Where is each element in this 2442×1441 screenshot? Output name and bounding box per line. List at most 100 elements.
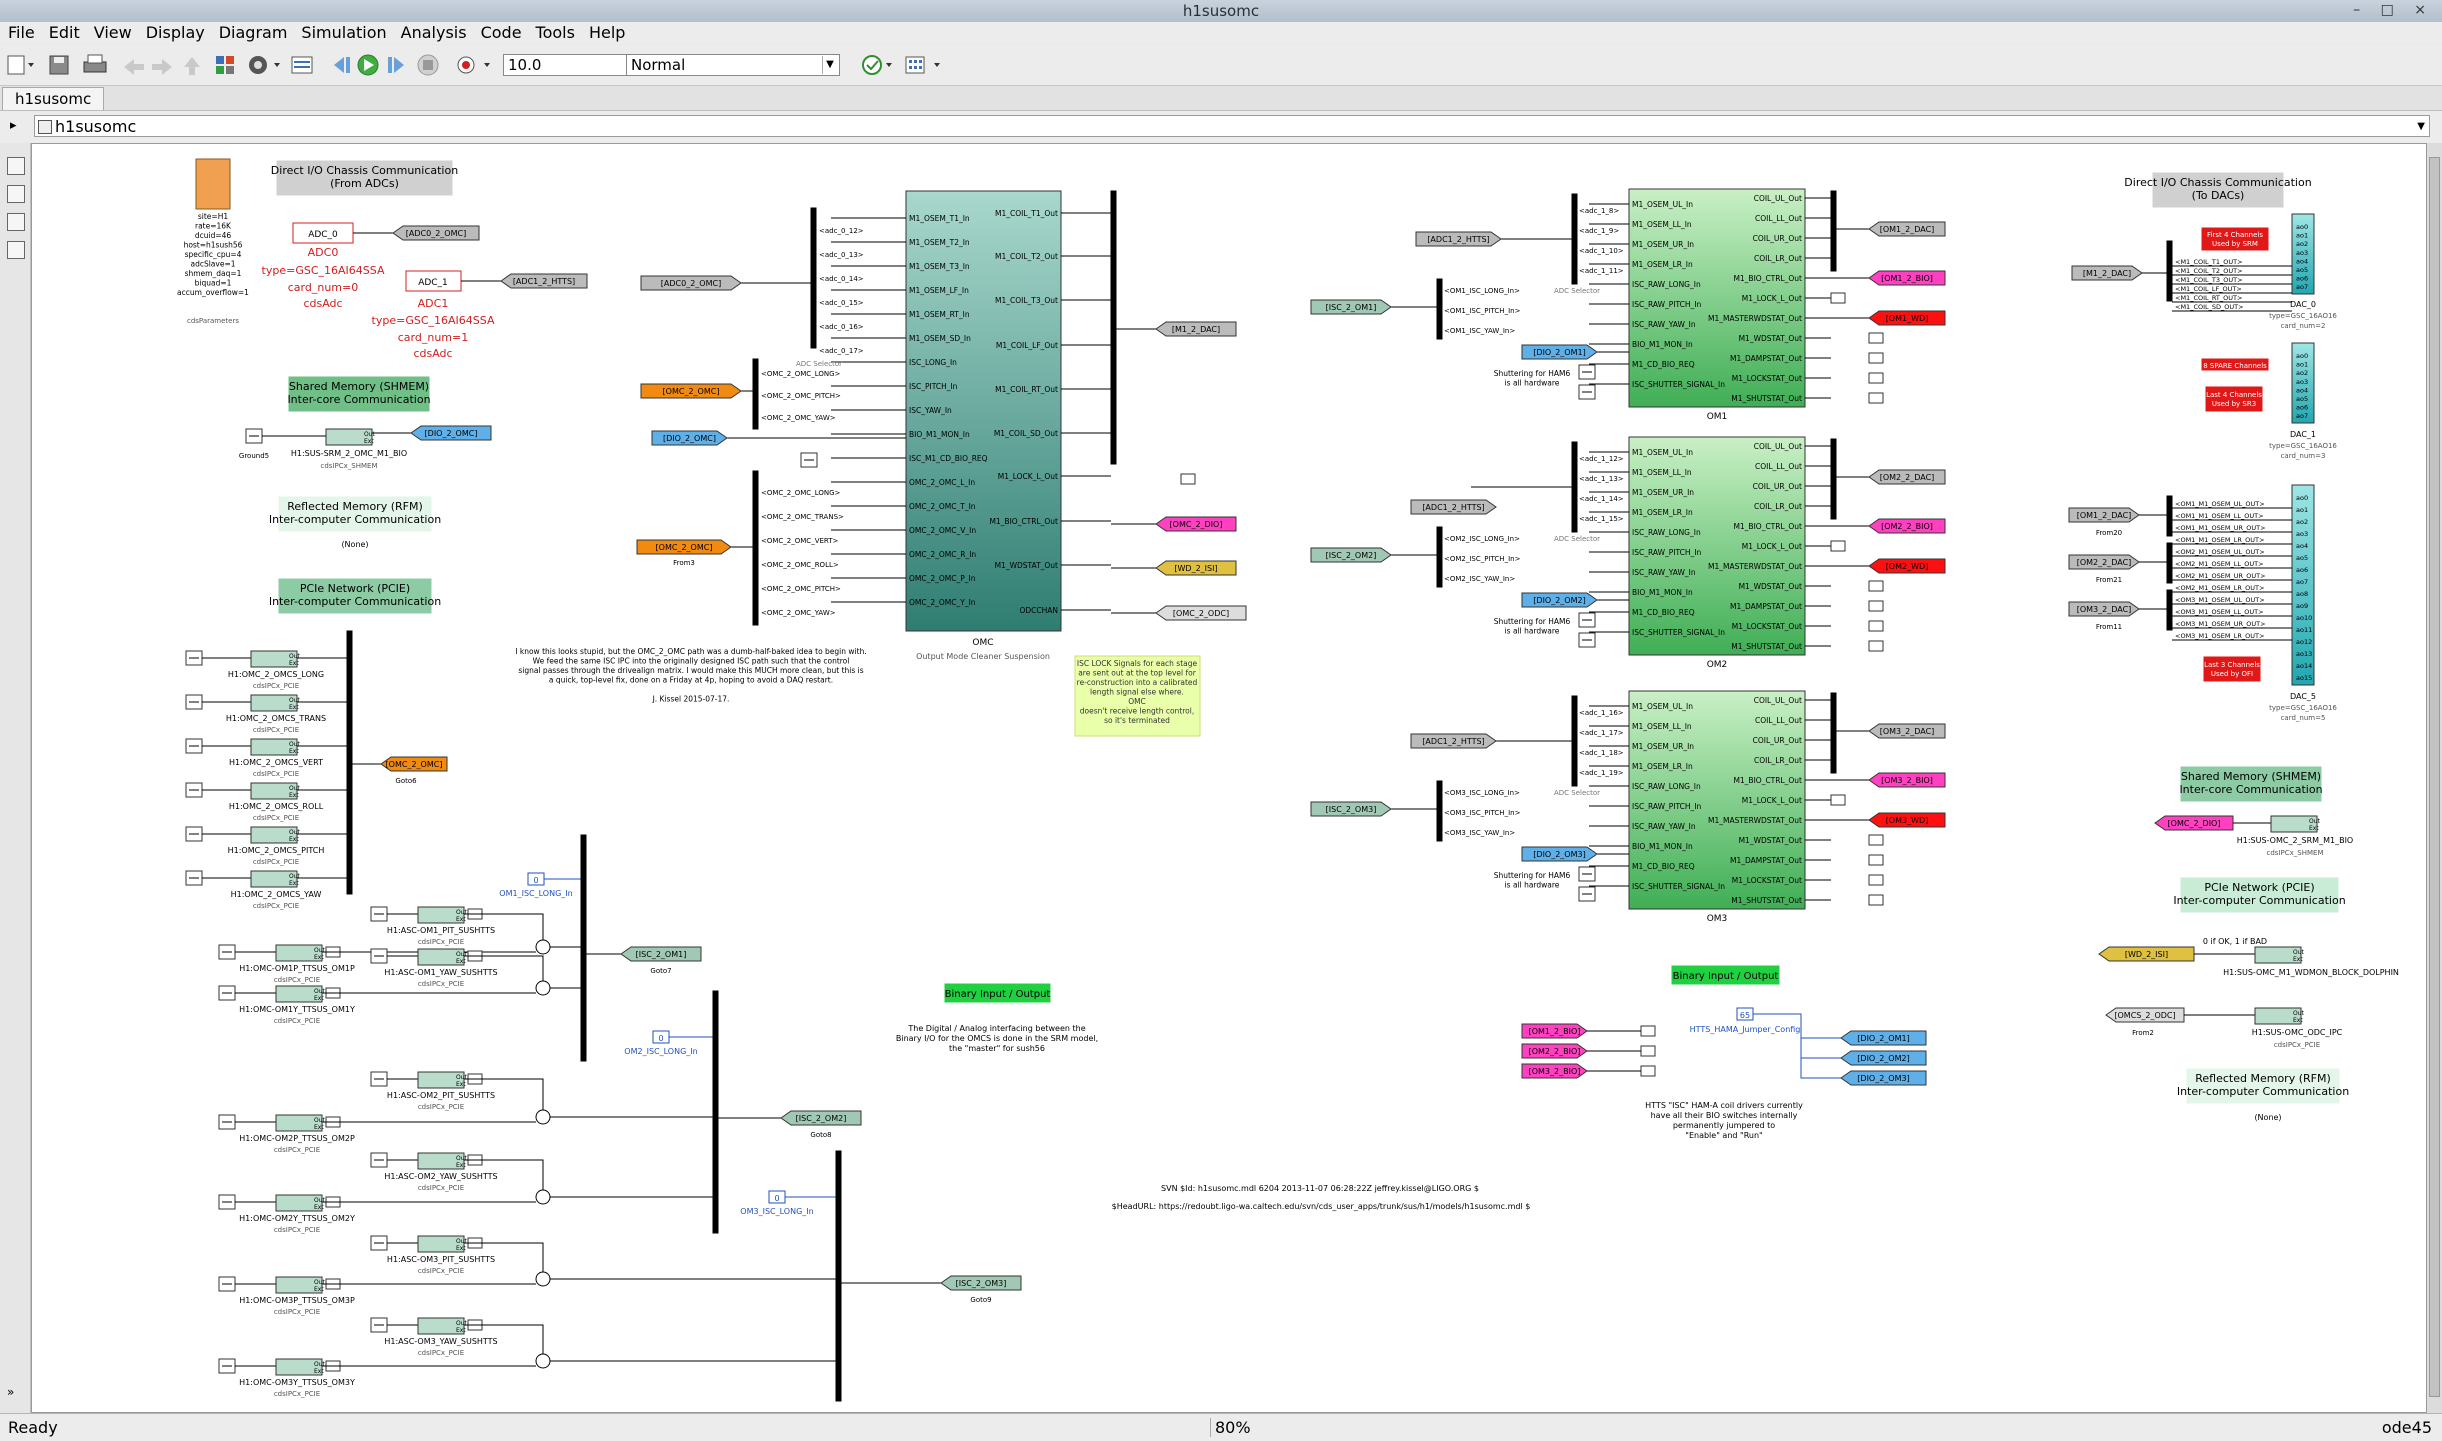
om-dac-bus-0[interactable] <box>1830 190 1837 272</box>
menu-help[interactable]: Help <box>588 23 626 42</box>
pcie-ipc-0[interactable] <box>250 650 298 668</box>
bio-term-2[interactable] <box>1640 1065 1656 1077</box>
dac5-bus-1[interactable] <box>2166 542 2173 584</box>
sum-block-0[interactable] <box>535 939 551 955</box>
omc-dac-bus[interactable] <box>1110 190 1117 465</box>
chevron-down-icon[interactable]: ▼ <box>822 56 837 74</box>
goto-om-dac-2[interactable] <box>1868 723 1946 739</box>
dac5-bus-2[interactable] <box>2166 589 2173 631</box>
om-term-1-3[interactable] <box>1868 640 1884 652</box>
goto-omc-odc[interactable] <box>1155 605 1247 621</box>
menu-file[interactable]: File <box>8 23 35 42</box>
goto-om-wd-1[interactable] <box>1868 558 1946 574</box>
om-adc-sel-0[interactable] <box>1571 193 1578 285</box>
scroll-thumb[interactable] <box>2429 157 2440 1397</box>
om-lock-term-1[interactable] <box>1830 540 1846 552</box>
asc-ipc-4[interactable] <box>417 1071 465 1089</box>
goto-m1-dac[interactable] <box>1155 321 1237 337</box>
nav-arrow-icon[interactable]: ▸ <box>10 118 17 133</box>
omc-ipc-4[interactable] <box>275 1114 323 1132</box>
goto-dio-omc[interactable] <box>410 425 492 441</box>
menu-simulation[interactable]: Simulation <box>301 23 387 42</box>
shmem-ipc-right[interactable] <box>2270 815 2318 833</box>
pcie-ipc-3[interactable] <box>250 782 298 800</box>
om-isc-bus-0[interactable] <box>1436 278 1443 340</box>
redo-icon[interactable] <box>152 59 172 75</box>
goto-om-bio-0[interactable] <box>1868 270 1946 286</box>
isc-bus-1[interactable] <box>712 990 719 1234</box>
menu-display[interactable]: Display <box>145 23 205 42</box>
goto-omc-dio[interactable] <box>1155 516 1237 532</box>
omc-ipc-8[interactable] <box>275 1276 323 1294</box>
from-htts-1[interactable] <box>1410 499 1497 515</box>
om-adc-sel-2[interactable] <box>1571 695 1578 787</box>
from-isc-1[interactable] <box>1310 547 1392 563</box>
omc-adc-selector[interactable] <box>810 207 817 349</box>
goto-om-bio-2[interactable] <box>1868 772 1946 788</box>
from-isc-2[interactable] <box>1310 801 1392 817</box>
om-term-1-1[interactable] <box>1868 600 1884 612</box>
library-browser-icon[interactable] <box>216 56 234 74</box>
bio-term-1[interactable] <box>1640 1045 1656 1057</box>
from-dio-om-2[interactable] <box>1521 846 1598 862</box>
fit-view-icon[interactable] <box>7 185 25 203</box>
sum-block-8[interactable] <box>535 1271 551 1287</box>
omc-ipc-0[interactable] <box>275 944 323 962</box>
sum-block-4[interactable] <box>535 1109 551 1125</box>
sum-block-2[interactable] <box>535 980 551 996</box>
step-back-icon[interactable] <box>334 57 350 73</box>
dac0-block[interactable] <box>2291 213 2315 295</box>
from-dio-om-1[interactable] <box>1521 592 1598 608</box>
tab-model[interactable]: h1susomc <box>2 87 105 110</box>
isc-bus-2[interactable] <box>835 1150 842 1402</box>
goto-om-wd-2[interactable] <box>1868 812 1946 828</box>
om-dac-bus-1[interactable] <box>1830 438 1837 520</box>
goto-isc-0[interactable] <box>620 946 702 962</box>
sim-mode-select[interactable]: Normal ▼ <box>626 54 840 76</box>
goto-isc-1[interactable] <box>780 1110 862 1126</box>
stop-time-input[interactable] <box>503 54 643 76</box>
goto-wd-isi[interactable] <box>1155 560 1237 576</box>
step-forward-icon[interactable] <box>388 57 404 73</box>
zoom-in-icon[interactable] <box>7 157 25 175</box>
asc-ipc-8[interactable] <box>417 1235 465 1253</box>
om-term-0-0[interactable] <box>1868 332 1884 344</box>
omc-isc-bus[interactable] <box>752 358 759 430</box>
menu-edit[interactable]: Edit <box>48 23 80 42</box>
run-icon[interactable] <box>357 54 379 76</box>
from-htts-0[interactable] <box>1415 231 1502 247</box>
om-lock-term-0[interactable] <box>1830 292 1846 304</box>
from-om-dac-0[interactable] <box>2068 507 2140 523</box>
omc-ipc-10[interactable] <box>275 1358 323 1376</box>
close-icon[interactable]: × <box>2414 2 2434 18</box>
pcie-ipc-5[interactable] <box>250 870 298 888</box>
dac1-block[interactable] <box>2291 342 2315 424</box>
connect-icon[interactable] <box>7 213 25 231</box>
from-dio-omc[interactable] <box>651 430 728 446</box>
model-config-icon[interactable] <box>249 56 280 74</box>
minimize-icon[interactable]: – <box>2353 2 2369 18</box>
goto-dio-om-0[interactable] <box>1840 1030 1927 1046</box>
from-dio-om-0[interactable] <box>1521 344 1598 360</box>
omc-ipc-2[interactable] <box>275 985 323 1003</box>
pcie-ipc-1[interactable] <box>250 694 298 712</box>
sum-block-10[interactable] <box>535 1353 551 1369</box>
build-icon[interactable] <box>905 56 940 74</box>
menu-diagram[interactable]: Diagram <box>218 23 288 42</box>
goto-adc1[interactable] <box>500 273 588 289</box>
om-dac-bus-2[interactable] <box>1830 692 1837 774</box>
params-block[interactable] <box>195 158 231 210</box>
from-om-bio-1[interactable] <box>1521 1043 1588 1059</box>
from-omc-omc2[interactable] <box>636 539 732 555</box>
undo-icon[interactable] <box>124 59 144 75</box>
menu-analysis[interactable]: Analysis <box>400 23 467 42</box>
goto-om-wd-0[interactable] <box>1868 310 1946 326</box>
om-block-1[interactable] <box>1628 436 1806 656</box>
menu-view[interactable]: View <box>93 23 132 42</box>
asc-ipc-2[interactable] <box>417 948 465 966</box>
up-icon[interactable] <box>184 57 200 75</box>
om-isc-bus-1[interactable] <box>1436 526 1443 588</box>
shmem-ipc-left[interactable] <box>325 428 373 446</box>
from-m1-dac[interactable] <box>2071 265 2143 281</box>
expand-panel-icon[interactable]: » <box>7 1385 15 1399</box>
